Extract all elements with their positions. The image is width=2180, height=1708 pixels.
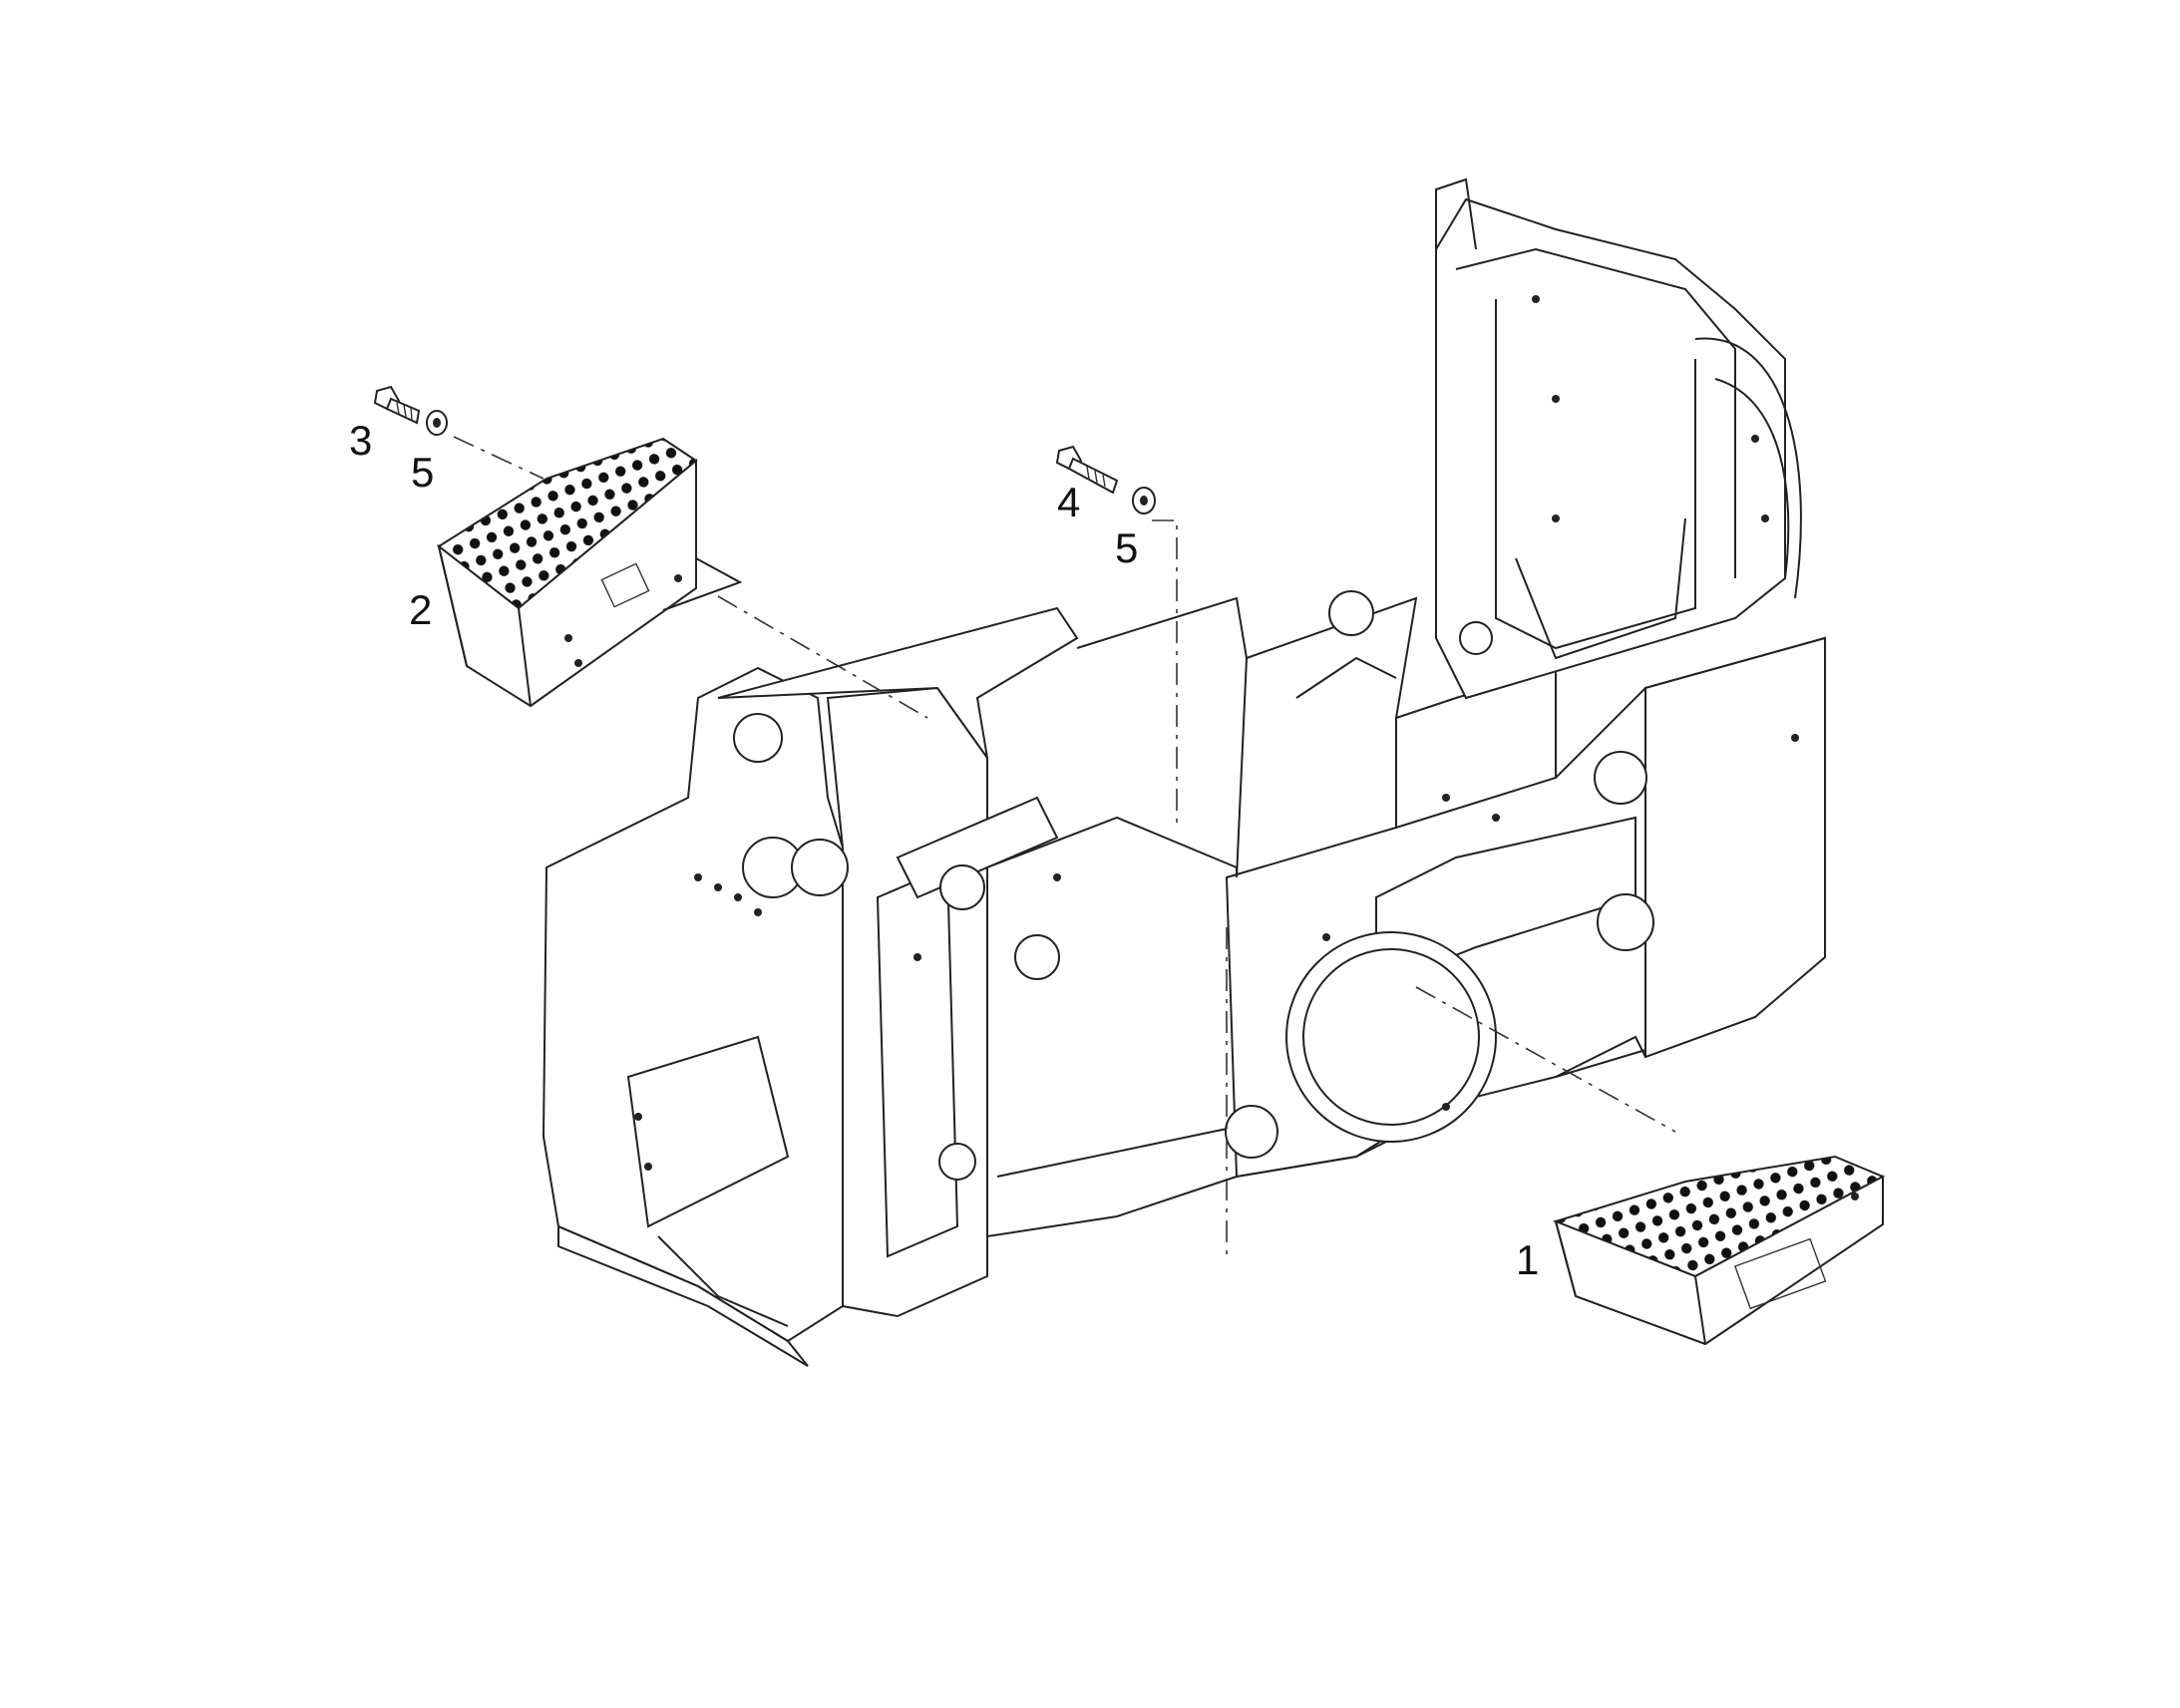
assembly-leader-lines bbox=[453, 436, 1676, 1256]
callout-item-2: 2 bbox=[409, 586, 432, 633]
main-frame bbox=[542, 177, 1826, 1367]
part-4-bolt bbox=[1055, 445, 1119, 495]
callout-item-4: 4 bbox=[1057, 479, 1080, 525]
callout-item-3: 3 bbox=[349, 417, 372, 464]
part-3-bolt bbox=[373, 385, 421, 425]
callout-item-1: 1 bbox=[1516, 1236, 1539, 1283]
callout-item-5-left: 5 bbox=[411, 449, 434, 496]
frame-bolt-holes bbox=[634, 295, 1799, 1171]
part-2-step-left bbox=[437, 437, 743, 708]
part-5-washer-right bbox=[1132, 487, 1156, 514]
callout-item-5-right: 5 bbox=[1115, 524, 1138, 571]
part-1-step-right bbox=[1552, 1155, 1886, 1346]
part-5-washer-left bbox=[426, 410, 448, 436]
